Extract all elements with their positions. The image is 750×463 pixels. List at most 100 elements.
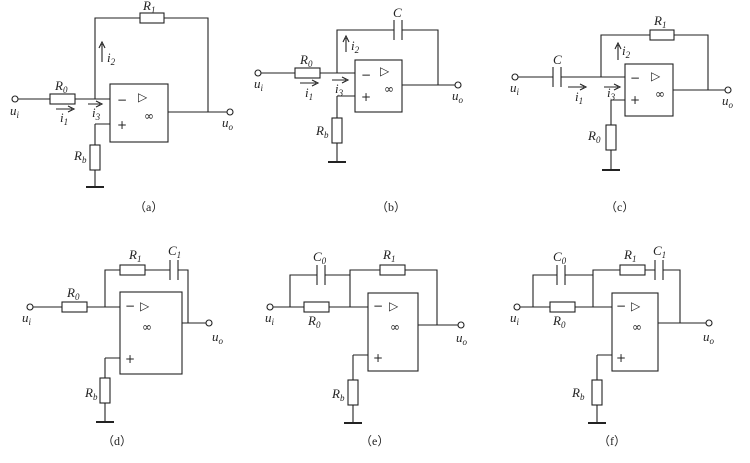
label-rb: Rb <box>84 385 98 402</box>
amp-triangle-icon: ▷ <box>631 299 641 313</box>
noninverting-sign: + <box>125 352 135 366</box>
label-c0: C0 <box>313 249 327 266</box>
wire <box>518 34 725 170</box>
output-terminal <box>205 319 213 327</box>
output-terminal <box>724 86 732 94</box>
label-i1: i1 <box>60 110 68 127</box>
amp-triangle-icon: ▷ <box>389 299 399 313</box>
label-r0: R0 <box>66 285 80 302</box>
panel-f: − + ▷ ∞ C0 R0 R1 C1 Rb ui uo （f） <box>510 243 715 448</box>
resistor-r1 <box>379 264 406 276</box>
inverting-sign: − <box>630 71 640 85</box>
wire <box>273 269 458 423</box>
wire <box>261 29 455 162</box>
resistor-r0 <box>303 301 330 313</box>
label-r1: R1 <box>142 0 155 15</box>
resistor-r0 <box>549 301 576 313</box>
label-r0: R0 <box>552 313 566 330</box>
op-amp <box>354 59 403 113</box>
label-ui: ui <box>10 103 20 120</box>
noninverting-sign: + <box>616 351 626 365</box>
current-arrow-i2 <box>614 41 622 60</box>
noninverting-sign: + <box>373 351 383 365</box>
label-ui: ui <box>510 80 520 97</box>
caption-a: （a） <box>134 200 163 214</box>
label-i1: i1 <box>575 89 583 106</box>
amp-triangle-icon: ▷ <box>651 69 661 83</box>
current-arrow-i3 <box>604 83 622 91</box>
inverting-sign: − <box>361 68 371 82</box>
op-amp <box>119 291 183 375</box>
label-uo: uo <box>212 329 224 346</box>
caption-f: （f） <box>598 434 626 448</box>
label-r0: R0 <box>587 128 601 145</box>
label-ui: ui <box>510 310 520 327</box>
wire <box>18 17 227 187</box>
label-r0: R0 <box>299 52 313 69</box>
noninverting-sign: + <box>630 93 640 107</box>
current-arrow-i2 <box>342 34 350 52</box>
label-r1: R1 <box>128 247 141 264</box>
resistor-r0 <box>49 93 76 105</box>
label-r1: R1 <box>623 247 636 264</box>
current-arrow-i1 <box>56 105 76 113</box>
amp-triangle-icon: ▷ <box>380 64 390 78</box>
label-r1: R1 <box>653 13 666 30</box>
resistor-rb <box>347 379 359 406</box>
label-r1: R1 <box>382 247 395 264</box>
label-i3: i3 <box>607 85 616 102</box>
label-c: C <box>393 5 402 20</box>
output-terminal <box>457 321 465 329</box>
label-rb: Rb <box>331 386 345 403</box>
label-ui: ui <box>265 310 275 327</box>
inverting-sign: − <box>125 299 135 313</box>
label-i1: i1 <box>305 85 313 102</box>
current-arrow-i3 <box>88 100 104 108</box>
infinity-gain: ∞ <box>142 320 152 334</box>
label-r0: R0 <box>54 78 68 95</box>
label-i2: i2 <box>622 43 631 60</box>
label-i3: i3 <box>335 81 344 98</box>
wire <box>33 269 206 422</box>
amp-triangle-icon: ▷ <box>138 90 148 104</box>
inverting-sign: − <box>616 299 626 313</box>
label-rb: Rb <box>571 385 585 402</box>
label-ui: ui <box>254 76 264 93</box>
current-arrow-i2 <box>98 40 106 62</box>
label-c: C <box>553 52 562 67</box>
input-terminal <box>266 303 274 311</box>
current-arrow-i1 <box>568 83 588 91</box>
label-uo: uo <box>722 93 734 110</box>
infinity-gain: ∞ <box>632 320 642 334</box>
op-amp <box>367 292 419 372</box>
caption-b: （b） <box>376 200 406 214</box>
resistor-r1 <box>119 264 146 276</box>
label-i2: i2 <box>351 38 360 55</box>
panel-e: − + ▷ ∞ C0 R0 R1 Rb ui uo （e） <box>265 247 468 448</box>
inverting-sign: − <box>373 299 383 313</box>
op-amp <box>109 83 169 143</box>
amp-triangle-icon: ▷ <box>140 299 150 313</box>
current-arrow-i3 <box>332 76 350 84</box>
noninverting-sign: + <box>361 90 371 104</box>
label-rb: Rb <box>315 123 329 140</box>
label-r0: R0 <box>307 313 321 330</box>
caption-d: （d） <box>102 434 132 448</box>
infinity-gain: ∞ <box>655 87 665 101</box>
label-c1: C1 <box>653 243 666 260</box>
resistor-r1 <box>649 29 675 41</box>
resistor-r0 <box>605 124 617 151</box>
infinity-gain: ∞ <box>384 82 394 96</box>
inverting-sign: − <box>117 93 127 107</box>
resistor-rb <box>331 117 343 144</box>
panel-d: − + ▷ ∞ R0 R1 C1 Rb ui uo （d） <box>22 243 224 448</box>
label-ui: ui <box>22 310 32 327</box>
output-terminal <box>226 108 234 116</box>
op-amp <box>624 63 674 117</box>
panel-a: − + ▷ ∞ R0 R1 Rb i2 i1 i3 ui uo （a） <box>10 0 234 214</box>
op-amp <box>611 292 659 372</box>
panel-c: − + ▷ ∞ C R1 R0 i2 i1 i3 ui uo （c） <box>510 13 734 214</box>
label-c0: C0 <box>553 249 567 266</box>
infinity-gain: ∞ <box>144 109 154 123</box>
